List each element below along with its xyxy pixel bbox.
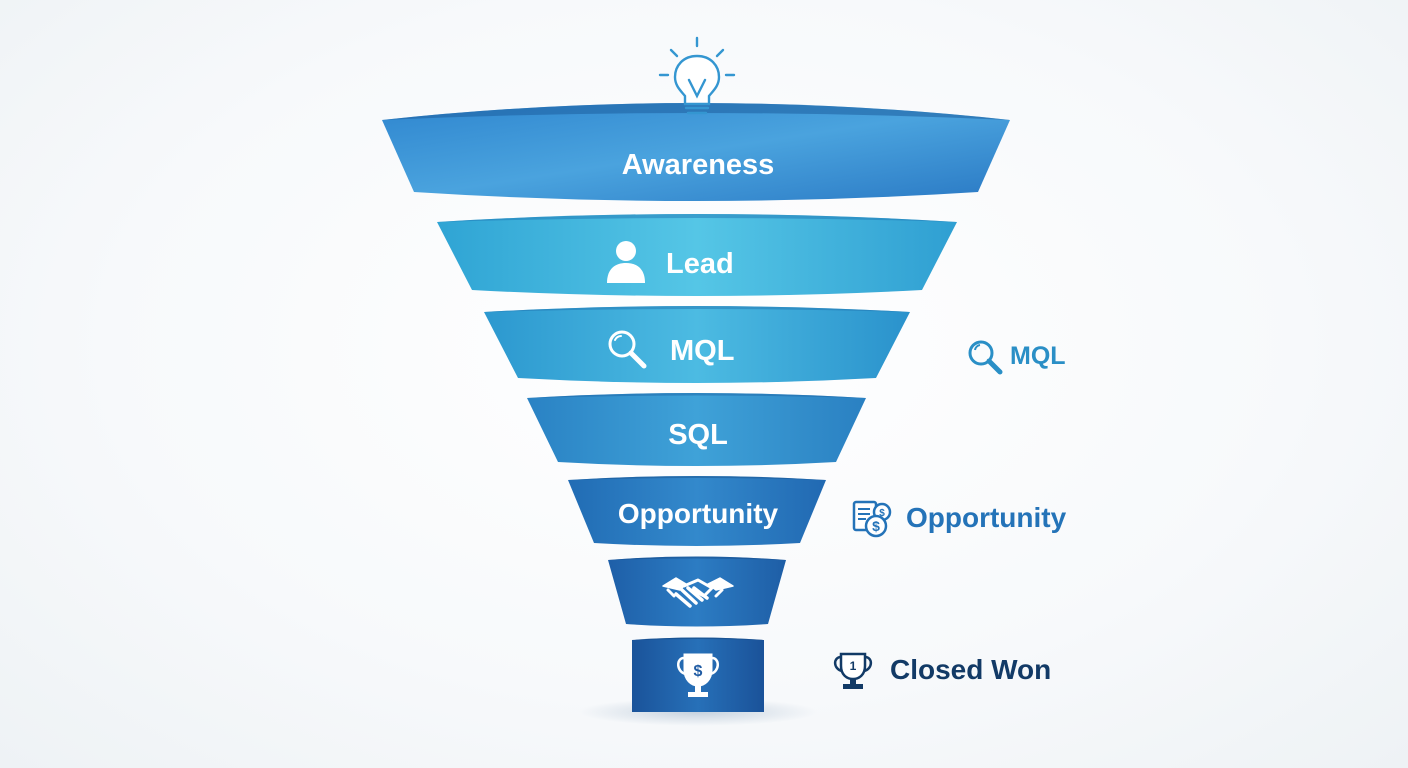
documents-dollar-icon: $ $ (852, 500, 892, 538)
funnel-stage-awareness-rim (382, 103, 1010, 120)
funnel-stage-mql-label: MQL (670, 335, 734, 367)
funnel-stage-sql-label: SQL (668, 419, 728, 451)
funnel-stage-mql: MQL (484, 306, 910, 383)
magnifier-icon (608, 330, 647, 369)
funnel-stage-sql-rim (527, 393, 866, 398)
funnel-stage-opportunity-label: Opportunity (618, 498, 779, 529)
side-label-closed-won-text: Closed Won (890, 654, 1052, 685)
funnel-stage-sql-band (527, 393, 866, 466)
funnel-stage-closed-rim (632, 637, 764, 640)
funnel-stage-mql-band (484, 306, 910, 383)
funnel-stage-awareness-label: Awareness (622, 149, 775, 181)
funnel-stage-awareness: Awareness (382, 103, 1010, 201)
user-icon (607, 241, 645, 283)
svg-text:$: $ (879, 508, 885, 519)
funnel-stage-sql: SQL (527, 393, 866, 466)
funnel-stage-deal-rim (608, 556, 786, 560)
side-label-opportunity-text: Opportunity (906, 502, 1067, 533)
funnel-stage-opportunity-rim (568, 476, 826, 480)
funnel-stage-deal (608, 556, 786, 627)
side-label-mql: MQL (964, 336, 1066, 376)
svg-text:1: 1 (850, 659, 857, 673)
funnel-stage-lead-rim (437, 214, 957, 222)
funnel-stage-opportunity: Opportunity (568, 476, 826, 546)
side-label-closed-won: 1 Closed Won (830, 648, 1051, 692)
funnel-stage-opportunity-band (568, 476, 826, 546)
trophy-icon: 1 (833, 652, 873, 689)
funnel-stage-lead: Lead (437, 214, 957, 296)
side-label-opportunity: $ $ Opportunity (850, 496, 1066, 540)
svg-text:$: $ (872, 518, 880, 534)
svg-text:$: $ (694, 663, 703, 680)
funnel-stage-lead-band (437, 214, 957, 296)
funnel-stage-closed: $ (632, 637, 764, 712)
lightbulb-icon (658, 36, 736, 115)
funnel-stage-awareness-band (382, 103, 1010, 201)
side-label-mql-text: MQL (1010, 341, 1066, 370)
handshake-icon (662, 577, 734, 608)
funnel-stage-mql-rim (484, 306, 910, 312)
funnel-stage-lead-label: Lead (666, 248, 734, 280)
magnifier-icon (968, 340, 1003, 375)
trophy-dollar-icon: $ (677, 653, 719, 697)
